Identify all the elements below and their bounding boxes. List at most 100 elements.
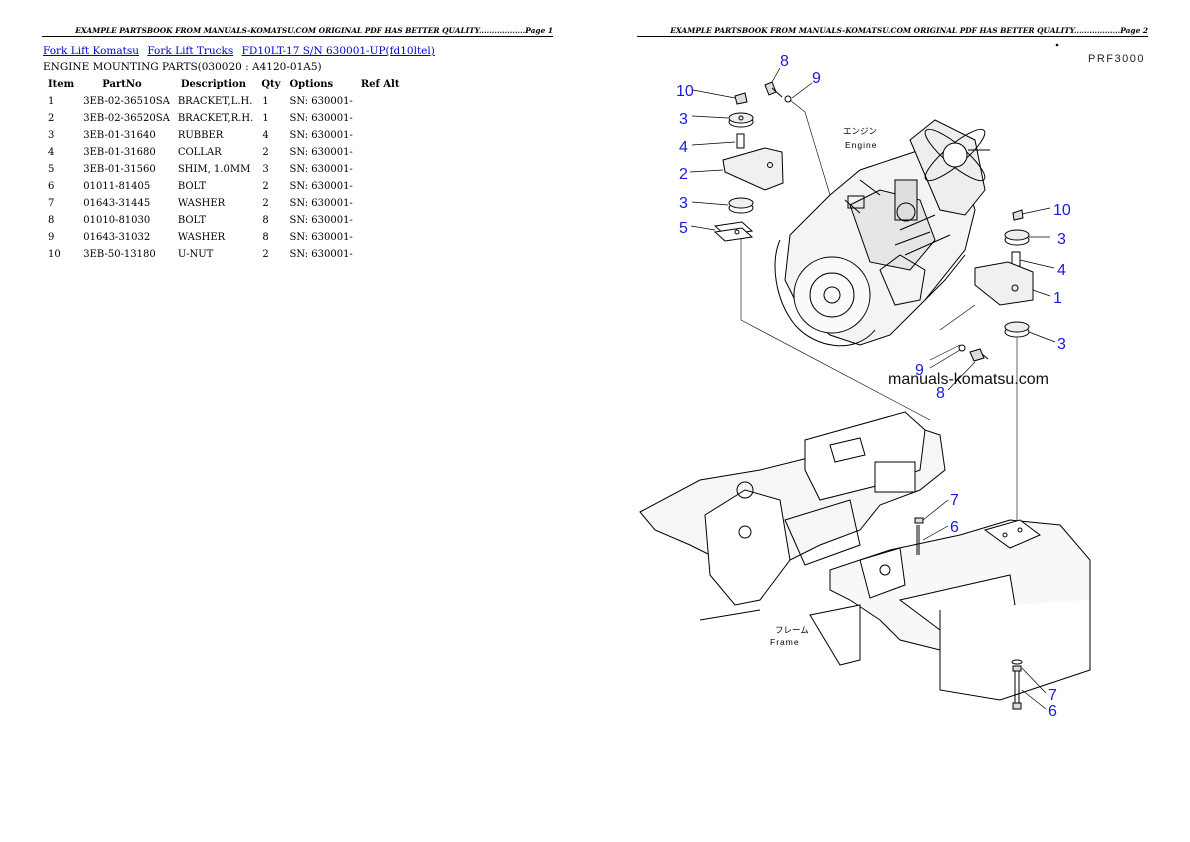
callout-8: 8 (780, 53, 789, 70)
cell-description: U-NUT (177, 249, 214, 260)
mark-dot (1055, 43, 1059, 47)
cell-description: BRACKET,L.H. (177, 96, 253, 107)
cell-options: SN: 630001- (289, 181, 353, 192)
engine-label-jp: エンジン (843, 126, 877, 136)
cell-qty: 2 (262, 249, 269, 260)
frame-label-jp: フレーム (775, 625, 809, 635)
cell-options: SN: 630001- (289, 249, 353, 260)
cell-description: BOLT (177, 181, 207, 192)
frame-drawing (639, 411, 1091, 701)
callout-8: 8 (936, 385, 945, 402)
cell-ref-alt (356, 246, 404, 263)
column-header-description: Description (180, 78, 246, 90)
callout-7: 7 (950, 492, 959, 509)
callout-7: 7 (1048, 687, 1057, 704)
callout-9: 9 (812, 70, 821, 87)
cell-partno: 3EB-50-13180 (83, 249, 156, 260)
callout-leaders (689, 67, 1056, 710)
drawing-code: PRF3000 (1088, 53, 1145, 65)
table-row: 6 01011-81405 BOLT 2 SN: 630001- (43, 178, 403, 195)
table-header-row: Item PartNo Description Qty Options Ref … (43, 77, 403, 93)
engine-label: Engine (845, 140, 877, 150)
cell-options: SN: 630001- (289, 147, 353, 158)
breadcrumb-link-fork-lift-trucks[interactable]: Fork Lift Trucks (147, 45, 234, 57)
callout-5: 5 (679, 220, 688, 237)
callout-3: 3 (1057, 231, 1066, 248)
cell-partno: 3EB-02-36510SA (83, 96, 170, 107)
cell-partno: 01011-81405 (83, 181, 151, 192)
cell-item: 5 (48, 164, 55, 175)
callout-3: 3 (679, 111, 688, 128)
cell-options: SN: 630001- (289, 130, 353, 141)
cell-description: WASHER (177, 232, 226, 243)
callout-9: 9 (915, 362, 924, 379)
column-header-ref-alt: Ref Alt (360, 78, 400, 90)
column-header-item: Item (48, 78, 75, 90)
cell-partno: 01643-31032 (83, 232, 151, 243)
callout-1: 1 (1053, 290, 1062, 307)
callout-2: 2 (679, 166, 688, 183)
diagram-page: EXAMPLE PARTSBOOK FROM MANUALS-KOMATSU.C… (595, 0, 1190, 842)
parts-list-page: EXAMPLE PARTSBOOK FROM MANUALS-KOMATSU.C… (42, 26, 553, 263)
callout-10: 10 (676, 83, 694, 100)
callout-6: 6 (1048, 703, 1057, 720)
breadcrumb-link-model[interactable]: FD10LT-17 S/N 630001-UP(fd10ltel) (241, 45, 435, 57)
cell-qty: 4 (262, 130, 269, 141)
cell-partno: 3EB-02-36520SA (83, 113, 170, 124)
callout-3: 3 (679, 195, 688, 212)
cell-options: SN: 630001- (289, 198, 353, 209)
left-mount-parts (713, 81, 792, 242)
cell-item: 10 (48, 249, 61, 260)
cell-description: BRACKET,R.H. (177, 113, 254, 124)
cell-qty: 2 (262, 181, 269, 192)
page-header: EXAMPLE PARTSBOOK FROM MANUALS-KOMATSU.C… (637, 26, 1148, 37)
cell-qty: 3 (262, 164, 269, 175)
watermark-text: manuals-komatsu.com (888, 371, 1049, 388)
cell-options: SN: 630001- (289, 113, 353, 124)
exploded-parts-diagram: PRF3000 エン (639, 43, 1145, 720)
cell-partno: 3EB-01-31680 (83, 147, 156, 158)
column-header-partno: PartNo (102, 78, 142, 90)
cell-partno: 01010-81030 (83, 215, 151, 226)
cell-ref-alt (356, 93, 404, 110)
breadcrumb-link-fork-lift-komatsu[interactable]: Fork Lift Komatsu (43, 45, 139, 57)
column-header-options: Options (289, 78, 334, 90)
cell-ref-alt (356, 110, 404, 127)
cell-partno: 3EB-01-31640 (83, 130, 156, 141)
cell-description: COLLAR (177, 147, 222, 158)
cell-qty: 1 (262, 96, 269, 107)
cell-qty: 8 (262, 232, 269, 243)
column-header-qty: Qty (261, 78, 281, 90)
cell-options: SN: 630001- (289, 164, 353, 175)
callout-3: 3 (1057, 336, 1066, 353)
cell-item: 8 (48, 215, 55, 226)
cell-qty: 2 (262, 198, 269, 209)
breadcrumb: Fork Lift Komatsu Fork Lift Trucks FD10L… (43, 45, 440, 57)
cell-ref-alt (356, 195, 404, 212)
cell-item: 6 (48, 181, 55, 192)
page-header: EXAMPLE PARTSBOOK FROM MANUALS-KOMATSU.C… (42, 26, 553, 37)
engine-drawing (774, 119, 990, 347)
cell-item: 1 (48, 96, 55, 107)
cell-item: 9 (48, 232, 55, 243)
parts-table: Item PartNo Description Qty Options Ref … (43, 77, 403, 263)
callout-6: 6 (950, 519, 959, 536)
cell-description: RUBBER (177, 130, 224, 141)
cell-description: BOLT (177, 215, 207, 226)
callout-10: 10 (1053, 202, 1071, 219)
cell-ref-alt (356, 212, 404, 229)
callout-4: 4 (1057, 262, 1066, 279)
cell-options: SN: 630001- (289, 215, 353, 226)
cell-ref-alt (356, 161, 404, 178)
page-subtitle: ENGINE MOUNTING PARTS(030020 : A4120-01A… (43, 61, 322, 73)
cell-qty: 2 (262, 147, 269, 158)
right-mount-parts (958, 209, 1034, 362)
cell-partno: 3EB-01-31560 (83, 164, 156, 175)
cell-partno: 01643-31445 (83, 198, 151, 209)
